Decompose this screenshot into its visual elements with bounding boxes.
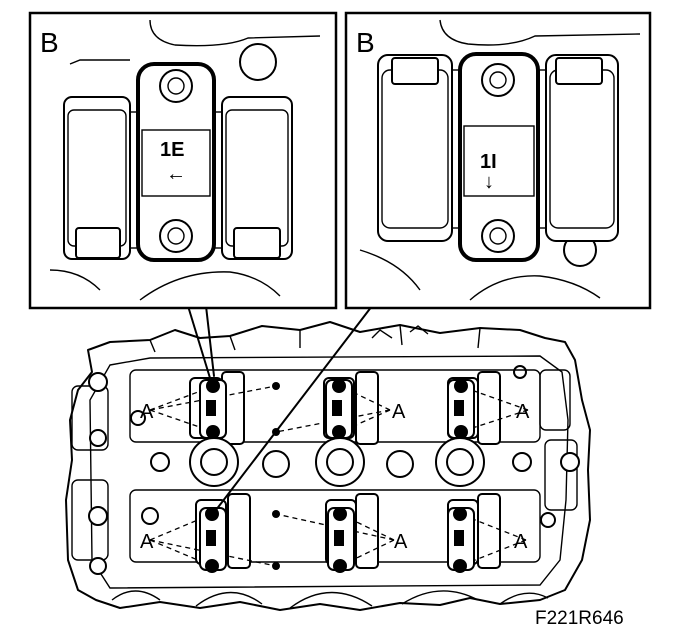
detail-panel-right: B 1I ↓ [344, 11, 652, 310]
bolt-group-labels: A A A A A A [140, 401, 530, 553]
panel-left-label: B [40, 27, 59, 58]
right-end-bosses [513, 365, 580, 528]
svg-text:A: A [392, 401, 406, 423]
detail-panel-left: B 1E ← [28, 11, 338, 310]
leader-lines [187, 305, 373, 511]
svg-text:A: A [394, 531, 408, 553]
left-end-bosses [71, 372, 159, 575]
cap-arrow-right: ↓ [484, 171, 494, 193]
cylinder-head: A A A A A A [65, 321, 591, 611]
panel-right-label: B [356, 27, 375, 58]
svg-text:A: A [140, 401, 154, 423]
cap-mark-right: 1I [480, 151, 497, 173]
spark-plug-bosses [150, 437, 532, 487]
svg-text:A: A [514, 531, 528, 553]
cap-arrow-left: ← [166, 163, 186, 185]
svg-text:A: A [516, 401, 530, 423]
cap-mark-left: 1E [160, 139, 184, 161]
bearing-caps-bottom [199, 507, 475, 573]
svg-text:A: A [140, 531, 154, 553]
figure-code: F221R646 [535, 608, 624, 629]
